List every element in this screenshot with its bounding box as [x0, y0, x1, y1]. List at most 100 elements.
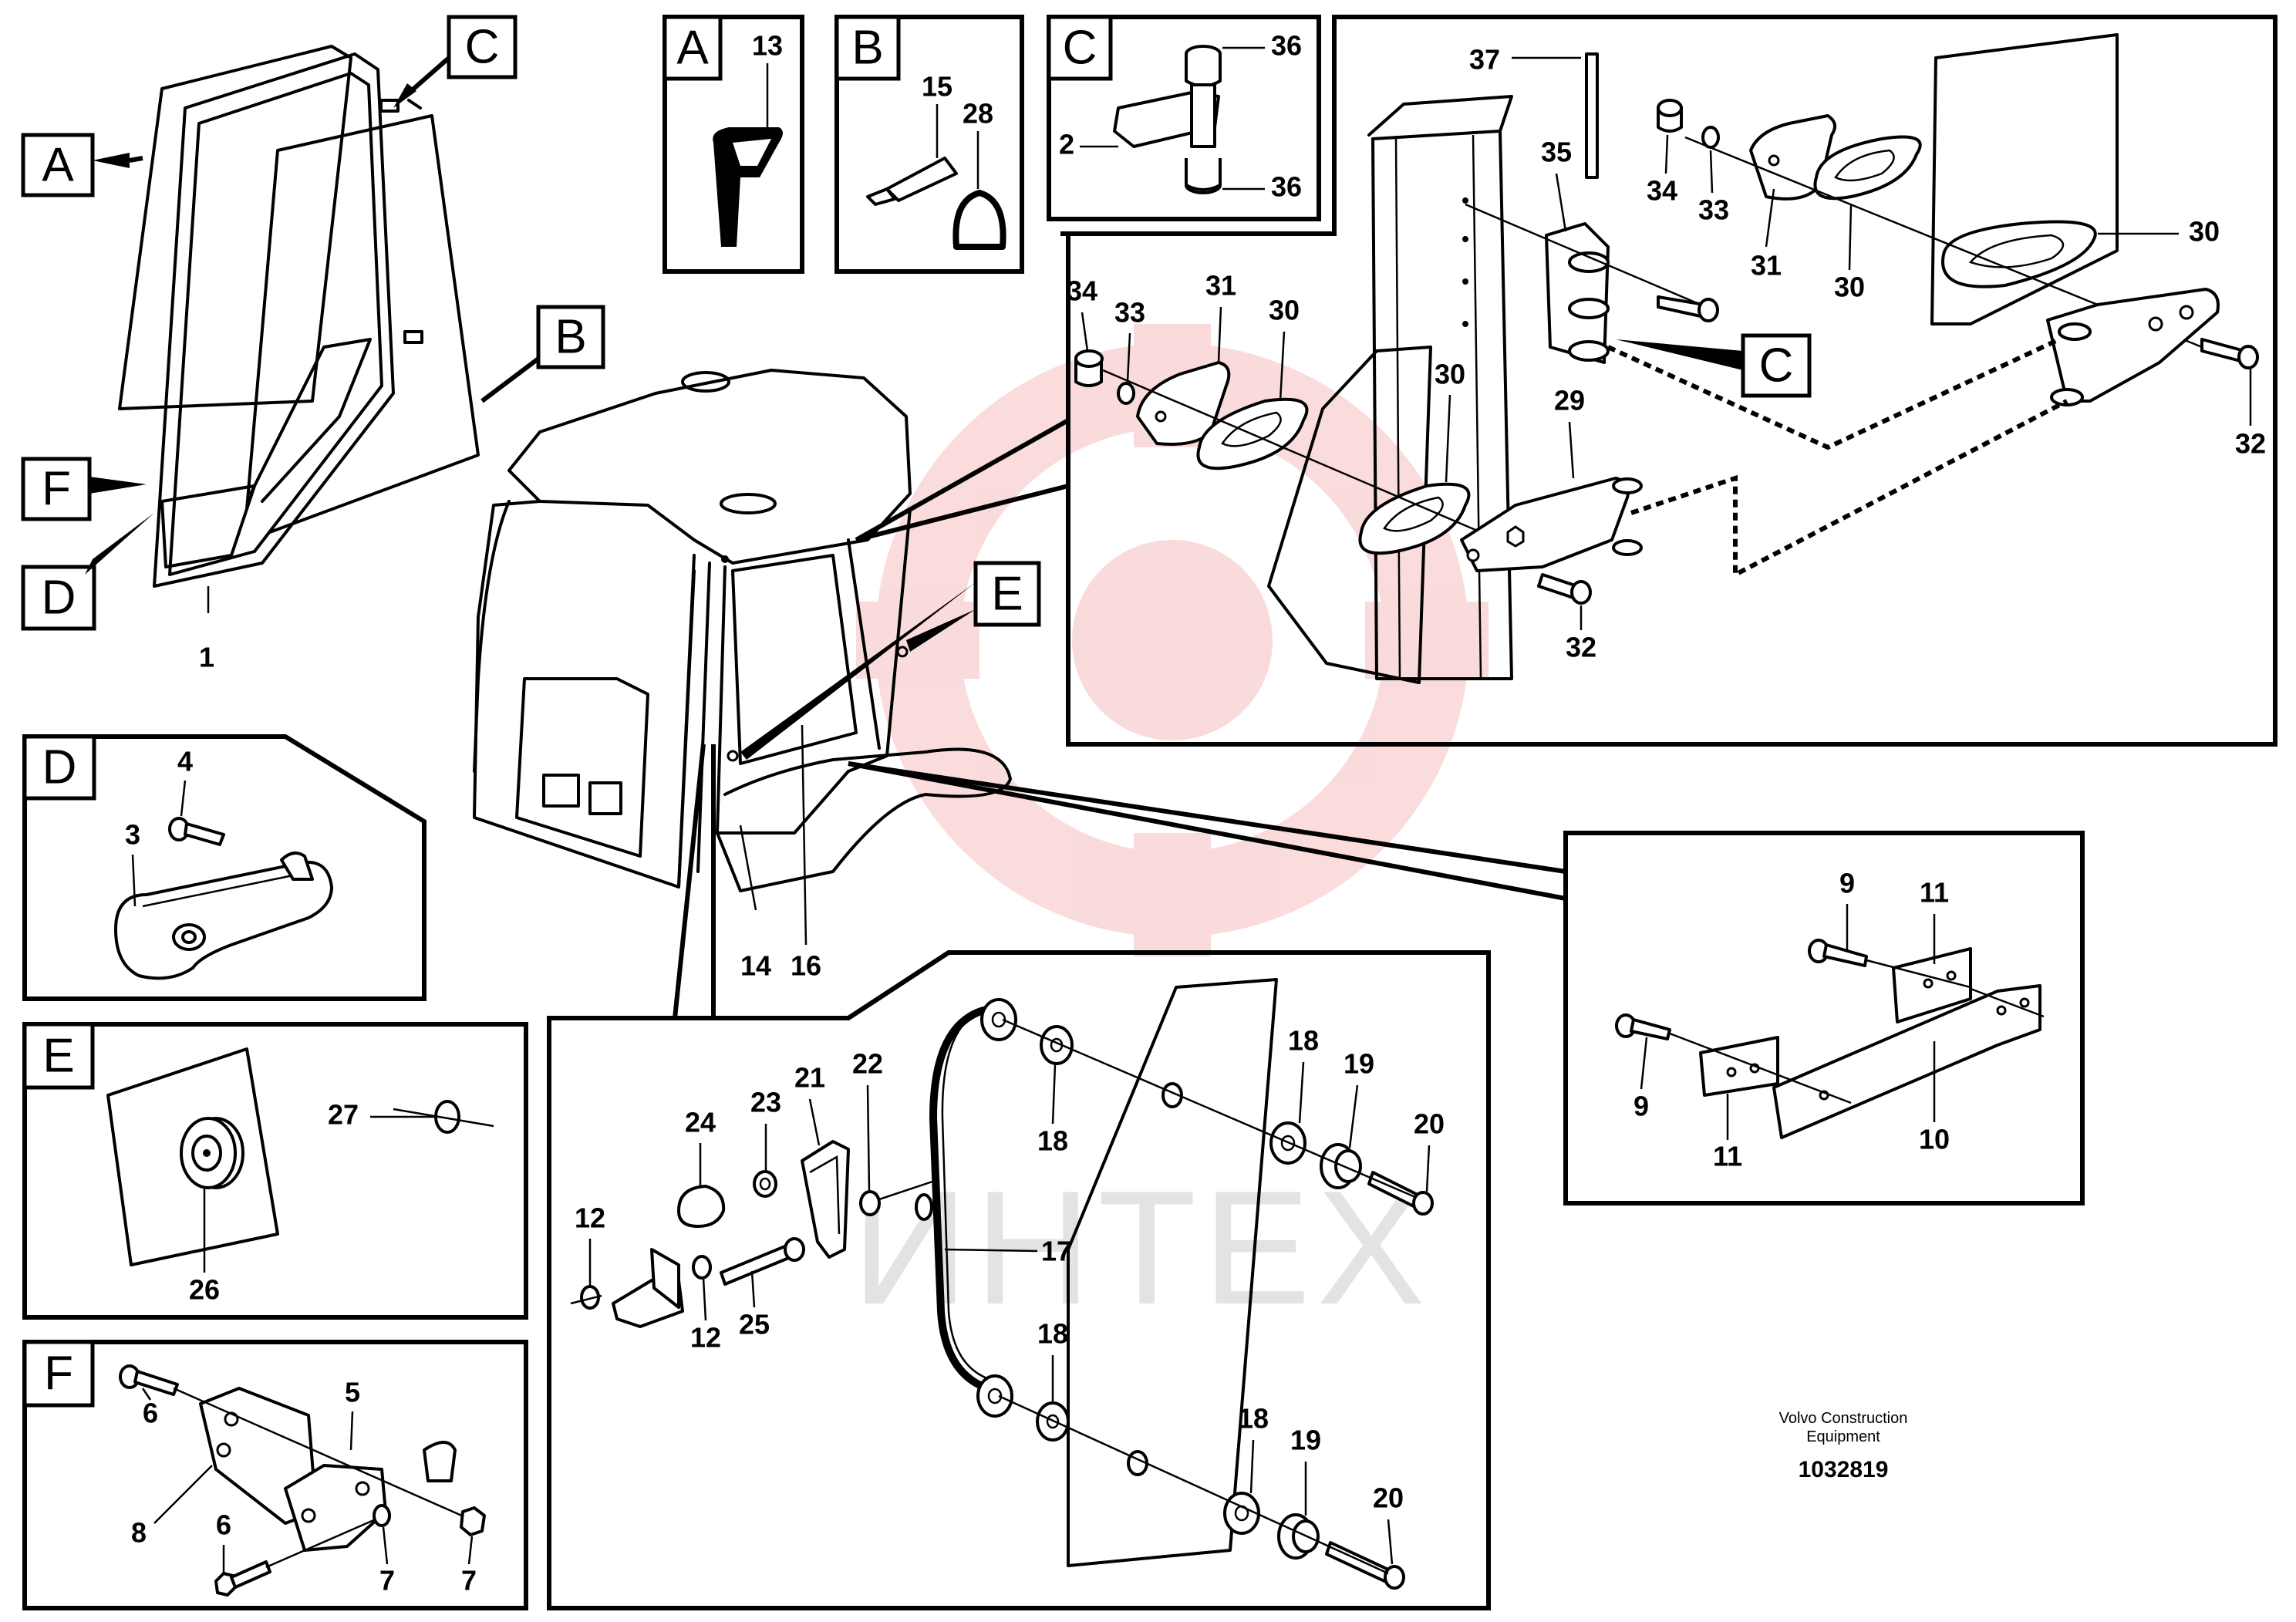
label-part-18-b: 18 [1288, 1025, 1319, 1057]
detail-a-letter: A [676, 22, 709, 75]
detail-f-letter: F [44, 1347, 73, 1401]
label-part-1: 1 [199, 642, 214, 673]
callout-letter-b: B [555, 311, 586, 364]
label-part-14: 14 [740, 950, 771, 982]
seal-profile-13 [713, 127, 783, 247]
plate-31-mid [1136, 361, 1231, 446]
label-part-26: 26 [189, 1274, 220, 1306]
plate-31-top [1749, 114, 1836, 201]
document-number: 1032819 [1799, 1457, 1889, 1482]
callout-box-b [536, 305, 605, 369]
label-part-29: 29 [1554, 385, 1585, 416]
callout-box-c-top [447, 15, 518, 79]
label-part-37: 37 [1469, 44, 1500, 76]
label-part-2: 2 [1059, 129, 1074, 160]
bolt-32-top [1657, 295, 1706, 318]
label-part-36-top: 36 [1271, 30, 1302, 62]
bolt-20-lower [1325, 1541, 1405, 1590]
detail-d-header [22, 734, 96, 801]
label-part-24: 24 [685, 1107, 716, 1138]
publisher-line-2: Equipment [1806, 1428, 1880, 1445]
bolt-9-upper [1808, 939, 1868, 967]
label-part-12-b: 12 [690, 1322, 721, 1354]
bushing-small [915, 1193, 933, 1221]
label-part-16: 16 [791, 950, 821, 982]
dashed-link-upper [1607, 337, 2061, 450]
label-part-34-mid: 34 [1067, 275, 1097, 307]
callout-box-d [21, 565, 96, 631]
label-part-21: 21 [794, 1062, 825, 1094]
catch-21 [801, 1140, 850, 1259]
label-part-35: 35 [1541, 137, 1572, 168]
grommet-19-upper [1320, 1143, 1362, 1189]
detail-b-header [834, 15, 901, 81]
bolt-25 [720, 1237, 805, 1286]
label-part-15: 15 [922, 71, 952, 103]
dashed-link-lower [1630, 399, 2068, 578]
label-part-20-a: 20 [1414, 1108, 1445, 1140]
label-part-31-top: 31 [1751, 250, 1782, 282]
label-part-34-top: 34 [1647, 175, 1677, 207]
gasket-30-a [1813, 135, 1922, 201]
label-part-31-mid: 31 [1205, 270, 1236, 302]
cap-24 [677, 1185, 726, 1228]
grommet-26 [180, 1117, 244, 1189]
label-part-23: 23 [750, 1087, 781, 1118]
washer-7-left [373, 1504, 391, 1527]
label-part-19-a: 19 [1344, 1048, 1374, 1080]
callout-letter-a: A [42, 139, 74, 192]
handle-3 [114, 851, 333, 980]
label-part-32-mid: 32 [1566, 632, 1596, 663]
publisher-line-1: Volvo Construction [1779, 1410, 1908, 1427]
callout-box-a [21, 133, 95, 197]
callout-letter-e: E [991, 568, 1023, 621]
washer-lower-a [976, 1374, 1013, 1418]
label-part-18-a: 18 [1037, 1125, 1068, 1157]
door-mount-box [547, 950, 1491, 1610]
detail-c-letter: C [1063, 22, 1097, 75]
gasket-30-b [1941, 220, 2097, 288]
rod-37 [1585, 52, 1599, 179]
bracket-29 [1460, 477, 1643, 605]
washer-12-right [692, 1255, 712, 1280]
washer-18-lower-right [1223, 1492, 1260, 1535]
label-part-22: 22 [852, 1048, 883, 1080]
hinge-35 [1545, 222, 1610, 364]
label-part-30-a: 30 [1834, 271, 1865, 303]
grommet-19-lower [1277, 1513, 1320, 1560]
detail-e-header [22, 1022, 95, 1090]
label-part-11-b: 11 [1713, 1141, 1742, 1172]
label-part-36-bottom: 36 [1271, 171, 1302, 203]
callout-box-e [973, 561, 1041, 627]
nut-23 [753, 1170, 777, 1198]
label-part-9-b: 9 [1633, 1091, 1649, 1122]
bracket-upper-right [2046, 288, 2259, 406]
callout-letter-f: F [42, 463, 71, 516]
label-part-32-right: 32 [2235, 428, 2266, 460]
label-part-7-left: 7 [379, 1565, 395, 1597]
seal-ring-28 [952, 190, 1006, 250]
washer-18-upper-left [1040, 1025, 1074, 1065]
label-part-33-mid: 33 [1114, 297, 1145, 329]
label-part-3: 3 [125, 819, 140, 851]
bolt-9-lower [1615, 1013, 1671, 1040]
callout-letter-c-mid: C [1759, 339, 1794, 393]
spacer-34-top [1657, 99, 1683, 133]
hinge-pin-2 [1113, 45, 1222, 194]
door-frame-overview [118, 45, 480, 588]
label-part-25: 25 [739, 1309, 770, 1340]
grab-bar-17 [929, 1007, 991, 1392]
cab-pillar [1367, 95, 1513, 680]
label-part-33-top: 33 [1698, 194, 1729, 226]
label-part-9-a: 9 [1839, 868, 1855, 899]
glass-pane-door [1067, 978, 1278, 1567]
label-part-30-d: 30 [1435, 359, 1465, 390]
label-part-18-c: 18 [1037, 1318, 1068, 1350]
label-part-17: 17 [1041, 1236, 1072, 1267]
detail-c-header [1047, 15, 1113, 81]
label-part-28: 28 [963, 98, 993, 130]
label-part-30-b: 30 [2189, 216, 2220, 248]
label-part-27: 27 [328, 1099, 359, 1131]
label-part-6-bottom: 6 [216, 1509, 231, 1541]
